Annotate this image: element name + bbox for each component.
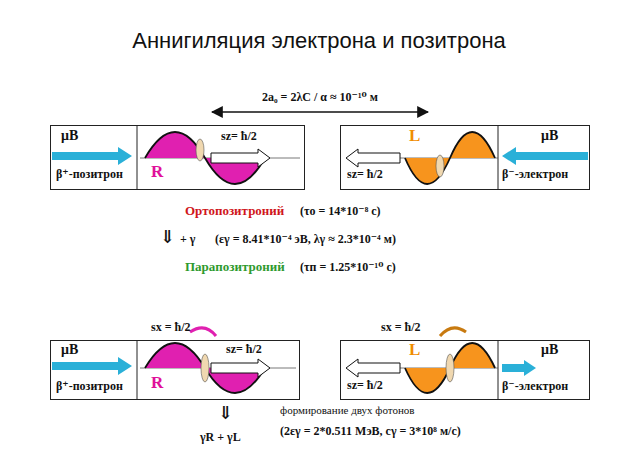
positron-wave (137, 125, 300, 190)
particle-name: β⁻-электрон (502, 380, 568, 393)
photon-label: γR + γL (200, 430, 241, 445)
spin-band: Lsz= ħ/2 μB β⁻-электрон (340, 125, 590, 190)
cyan-arrow (502, 147, 588, 165)
spin-label: sz= ħ/2 (226, 343, 262, 356)
spin-label: sz= ħ/2 (347, 379, 383, 392)
moment-label: μB (541, 342, 558, 357)
distance-label: 2a₀ = 2λC / α ≈ 10⁻¹⁰ м (262, 90, 378, 105)
spin-band: sx = ħ/2sz= ħ/2LμBβ⁻-электрон (340, 340, 590, 400)
title: Аннигиляция электрона и позитрона (0, 28, 638, 54)
electron-wave (346, 125, 498, 190)
lifetime-label: (τo = 14*10⁻⁸ с) (300, 204, 381, 219)
spin-band: sx = ħ/2μBβ⁺-позитронRsz= ħ/2 (50, 340, 300, 400)
positron-wave (137, 328, 296, 400)
moment-label: μB (61, 342, 78, 357)
lifetime-label: (τп = 1.25*10⁻¹⁰ с) (300, 260, 396, 275)
state-name: Ортопозитроний (185, 203, 284, 219)
cyan-arrow (52, 357, 132, 375)
spin-label: sz= ħ/2 (347, 168, 383, 181)
particle-name: β⁺-позитрон (56, 168, 123, 181)
helicity-label: R (151, 163, 163, 182)
electron-wave (346, 328, 498, 400)
helicity-label: R (151, 374, 163, 393)
photon-formula: (εγ = 8.41*10⁻⁴ эВ, λγ ≈ 2.3*10⁻⁴ м) (215, 232, 396, 247)
note: формирование двух фотонов (280, 404, 415, 416)
spin-label: sz= ħ/2 (221, 130, 257, 143)
helicity-label: L (409, 341, 420, 360)
photon-label: + γ (180, 232, 195, 247)
down-arrow: ⇓ (160, 226, 175, 248)
moment-label: μB (61, 128, 78, 143)
cyan-arrow (502, 360, 536, 376)
spin-label: sx = ħ/2 (151, 321, 191, 334)
distance-arrow (212, 111, 428, 113)
particle-name: β⁺-позитрон (56, 380, 123, 393)
state-name: Парапозитроний (185, 259, 285, 275)
helicity-label: L (409, 127, 420, 146)
spin-label: sx = ħ/2 (381, 321, 421, 334)
down-arrow: ⇓ (218, 402, 233, 424)
moment-label: μB (541, 128, 558, 143)
spin-band: μB β⁺-позитрон Rsz= ħ/2 (50, 125, 305, 190)
cyan-arrow (52, 147, 132, 165)
photon-formula: (2εγ = 2*0.511 МэВ, cγ = 3*10⁸ м/с) (280, 424, 461, 439)
particle-name: β⁻-электрон (502, 168, 568, 181)
